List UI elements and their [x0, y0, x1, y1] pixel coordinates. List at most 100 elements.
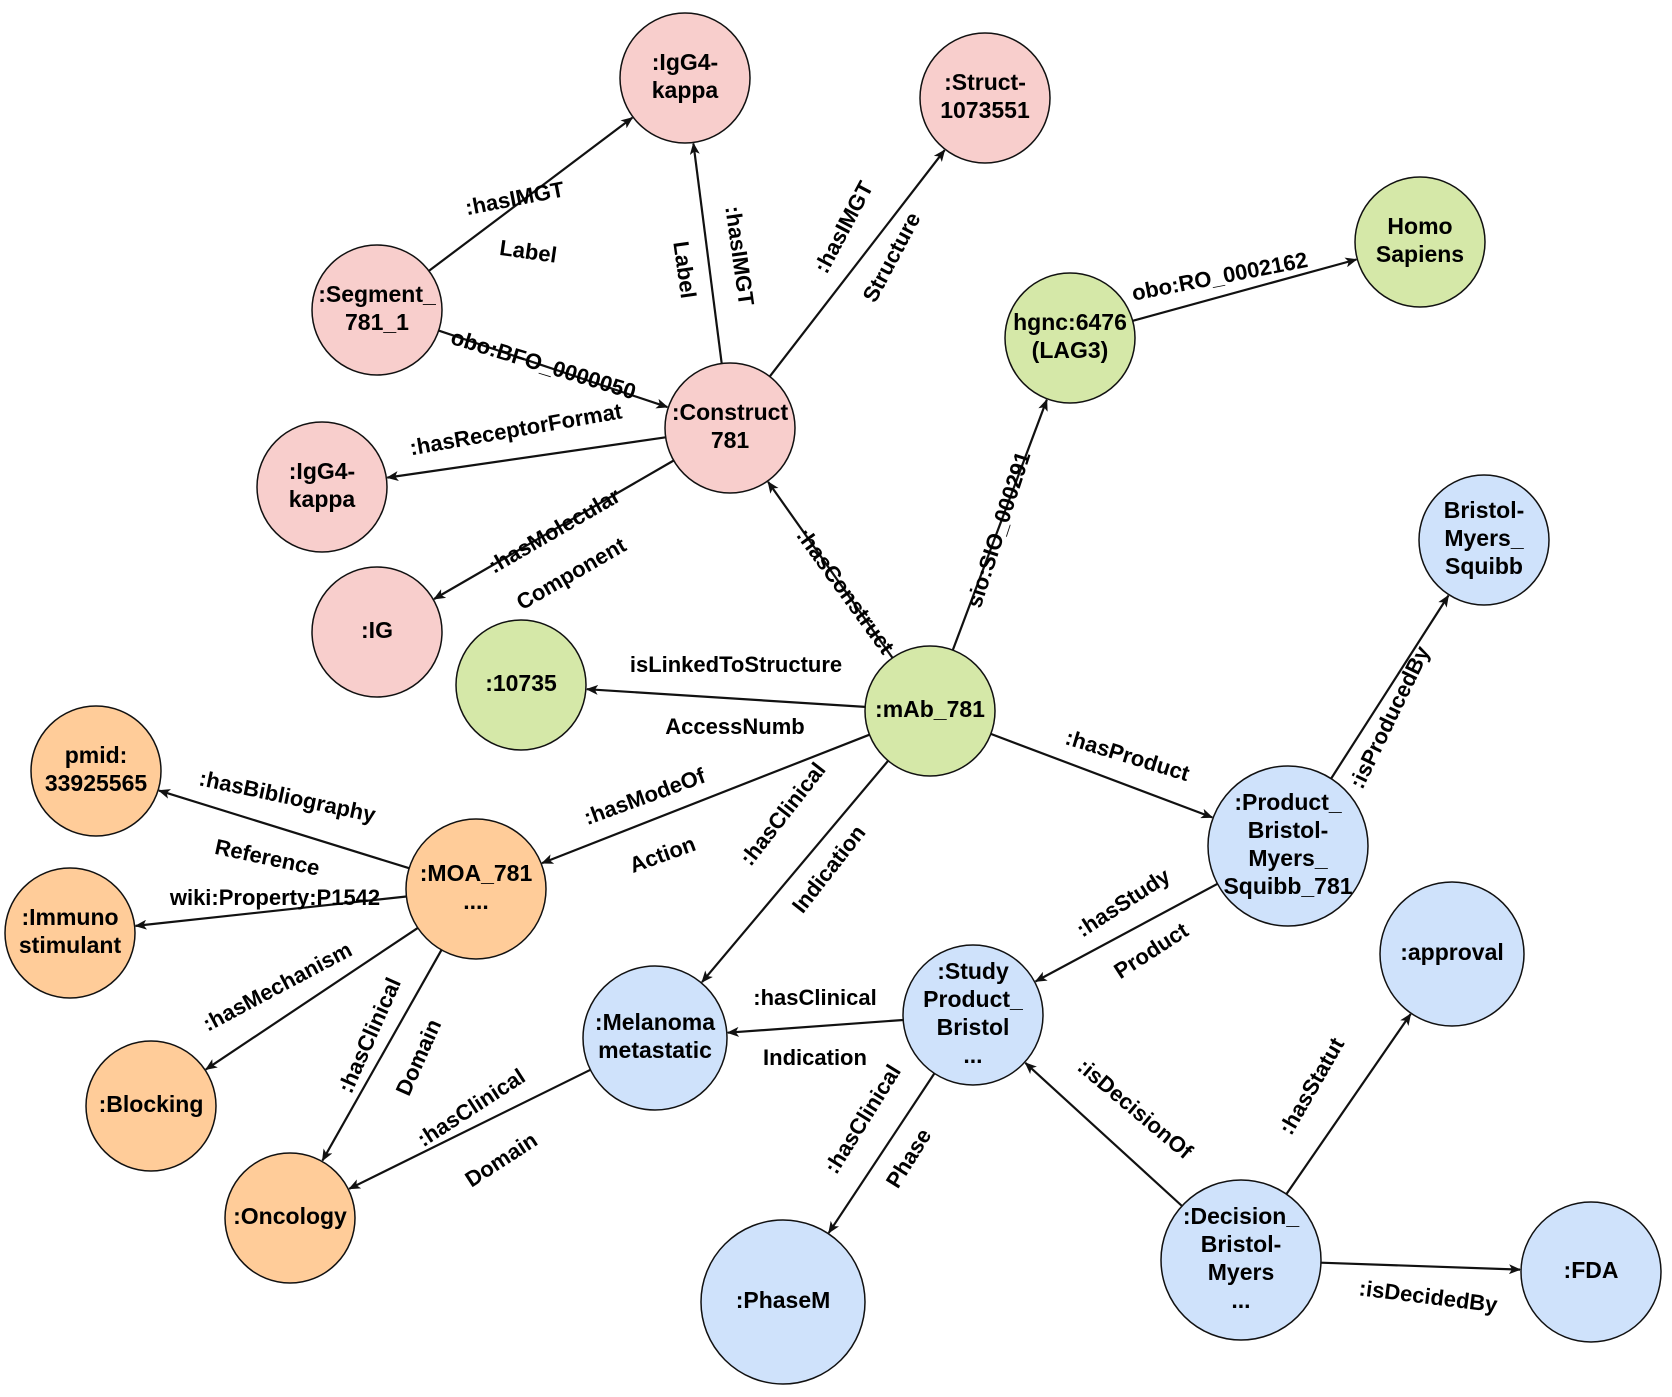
node-label-pmid: pmid:	[65, 742, 128, 768]
node-label-phasem: :PhaseM	[736, 1287, 831, 1313]
node-label-mab: :mAb_781	[875, 696, 985, 722]
node-blocking: :Blocking	[85, 1040, 217, 1172]
node-label-igg4_left: :IgG4-	[289, 458, 355, 484]
node-circle-n10735	[455, 619, 587, 751]
node-label-product: Squibb_781	[1223, 873, 1352, 899]
edges-layer	[134, 116, 1521, 1275]
node-ig: :IG	[311, 566, 443, 698]
node-label-decision: :Decision_	[1183, 1203, 1300, 1229]
node-circle-pmid	[30, 705, 162, 837]
node-label-hgnc: (LAG3)	[1032, 337, 1109, 363]
node-phasem: :PhaseM	[700, 1219, 866, 1385]
edge-label-product: Product	[1109, 917, 1193, 984]
node-label-blocking: :Blocking	[99, 1091, 204, 1117]
node-circle-study	[902, 944, 1044, 1086]
edge-label-isproducedby: :isProducedBy	[1344, 641, 1435, 792]
node-label-study: Product_	[923, 986, 1023, 1012]
node-label-bms: Squibb	[1445, 553, 1523, 579]
node-circle-phasem	[700, 1219, 866, 1385]
node-label-pmid: 33925565	[45, 770, 148, 796]
edge-arrow-construct-to-struct	[768, 149, 946, 378]
node-circle-fda	[1520, 1201, 1662, 1343]
edge-arrow-mab-to-moa	[541, 733, 870, 865]
node-study: :StudyProduct_Bristol...	[902, 944, 1044, 1086]
node-label-study: Bristol	[937, 1014, 1010, 1040]
edge-label-hasimgt: :hasIMGT	[809, 177, 878, 278]
edge-label-domain: Domain	[460, 1127, 541, 1192]
edge-label-reference: Reference	[213, 834, 322, 881]
edge-arrow-product-to-study	[1034, 882, 1219, 983]
edge-label-domain: Domain	[391, 1015, 447, 1099]
node-circle-blocking	[85, 1040, 217, 1172]
node-circle-approval	[1379, 881, 1525, 1027]
node-label-study: ...	[963, 1042, 982, 1068]
node-label-decision: Bristol-	[1201, 1231, 1282, 1257]
edge-arrow-construct-to-ig	[433, 459, 675, 600]
edge-arrow-construct-to-igg4_top	[689, 142, 723, 364]
edge-arrow-moa-to-oncology	[321, 949, 443, 1162]
edge-label-label: Label	[668, 240, 701, 300]
edge-label-indication: Indication	[787, 820, 871, 917]
node-circle-mab	[864, 645, 996, 777]
nodes-layer: :IgG4-kappa:Struct-1073551:Segment_781_1…	[4, 12, 1662, 1385]
node-mab: :mAb_781	[864, 645, 996, 777]
node-circle-oncology	[224, 1152, 356, 1284]
edge-label-hasimgt: :hasIMGT	[720, 204, 759, 307]
edge-label-hasbibliography: :hasBibliography	[197, 765, 379, 827]
edge-label-hasstatut: :hasStatut	[1274, 1033, 1350, 1139]
node-label-struct: :Struct-	[944, 69, 1026, 95]
node-circle-melanoma	[582, 965, 728, 1111]
edge-label-hasimgt: :hasIMGT	[463, 176, 567, 220]
edge-label-hasreceptorformat: :hasReceptorFormat	[408, 398, 625, 460]
edge-arrow-melanoma-to-oncology	[348, 1068, 591, 1190]
edge-label-hasclinical: :hasClinical	[735, 758, 831, 871]
edge-label-hasproduct: :hasProduct	[1062, 725, 1193, 787]
node-label-immuno: :Immuno	[21, 904, 118, 930]
edge-label-isdecisionof: :isDecisionOf	[1073, 1054, 1198, 1165]
node-circle-ig	[311, 566, 443, 698]
node-segment: :Segment_781_1	[311, 244, 443, 376]
node-label-ig: :IG	[361, 617, 393, 643]
node-label-n10735: :10735	[485, 670, 557, 696]
node-igg4_top: :IgG4-kappa	[619, 12, 751, 144]
node-label-homo: Sapiens	[1376, 241, 1464, 267]
node-label-fda: :FDA	[1564, 1257, 1619, 1283]
node-circle-homo	[1354, 176, 1486, 308]
node-n10735: :10735	[455, 619, 587, 751]
node-circle-immuno	[4, 867, 136, 999]
node-product: :Product_Bristol-Myers_Squibb_781	[1207, 765, 1369, 927]
node-label-segment: 781_1	[345, 309, 409, 335]
edge-arrow-mab-to-product	[990, 732, 1214, 819]
edge-arrow-study-to-phasem	[827, 1072, 936, 1234]
edge-label-structure: Structure	[858, 208, 926, 306]
edge-label-isdecidedby: :isDecidedBy	[1358, 1275, 1500, 1317]
edge-arrow-mab-to-n10735	[585, 684, 866, 708]
edge-arrow-moa-to-blocking	[205, 926, 419, 1071]
node-hgnc: hgnc:6476(LAG3)	[1004, 272, 1136, 404]
node-circle-hgnc	[1004, 272, 1136, 404]
node-label-bms: Bristol-	[1444, 497, 1525, 523]
edge-label-hasmodeof: :hasModeOf	[580, 763, 709, 830]
edge-label-sio-sio-000291: sio:SIO_000291	[961, 448, 1035, 610]
node-circle-segment	[311, 244, 443, 376]
edge-label-islinkedtostructure: isLinkedToStructure	[630, 652, 842, 677]
edge-arrow-study-to-melanoma	[726, 1018, 904, 1037]
node-circle-igg4_top	[619, 12, 751, 144]
edge-label-wiki-property-p1542: wiki:Property:P1542	[169, 885, 380, 910]
node-circle-struct	[919, 32, 1051, 164]
node-label-segment: :Segment_	[318, 281, 436, 307]
edge-arrow-segment-to-igg4_top	[428, 116, 634, 272]
node-approval: :approval	[1379, 881, 1525, 1027]
node-circle-moa	[405, 818, 547, 960]
node-pmid: pmid:33925565	[30, 705, 162, 837]
edge-label-indication: Indication	[763, 1045, 867, 1070]
edge-arrow-construct-to-igg4_left	[386, 436, 666, 481]
node-label-study: :Study	[937, 958, 1009, 984]
node-label-moa: :MOA_781	[420, 860, 533, 886]
edge-label-obo-bfo-0000050: obo:BFO_0000050	[448, 324, 639, 404]
node-label-construct: :Construct	[672, 399, 789, 425]
edge-arrow-segment-to-construct	[438, 329, 669, 409]
edge-arrow-mab-to-construct	[767, 481, 894, 659]
